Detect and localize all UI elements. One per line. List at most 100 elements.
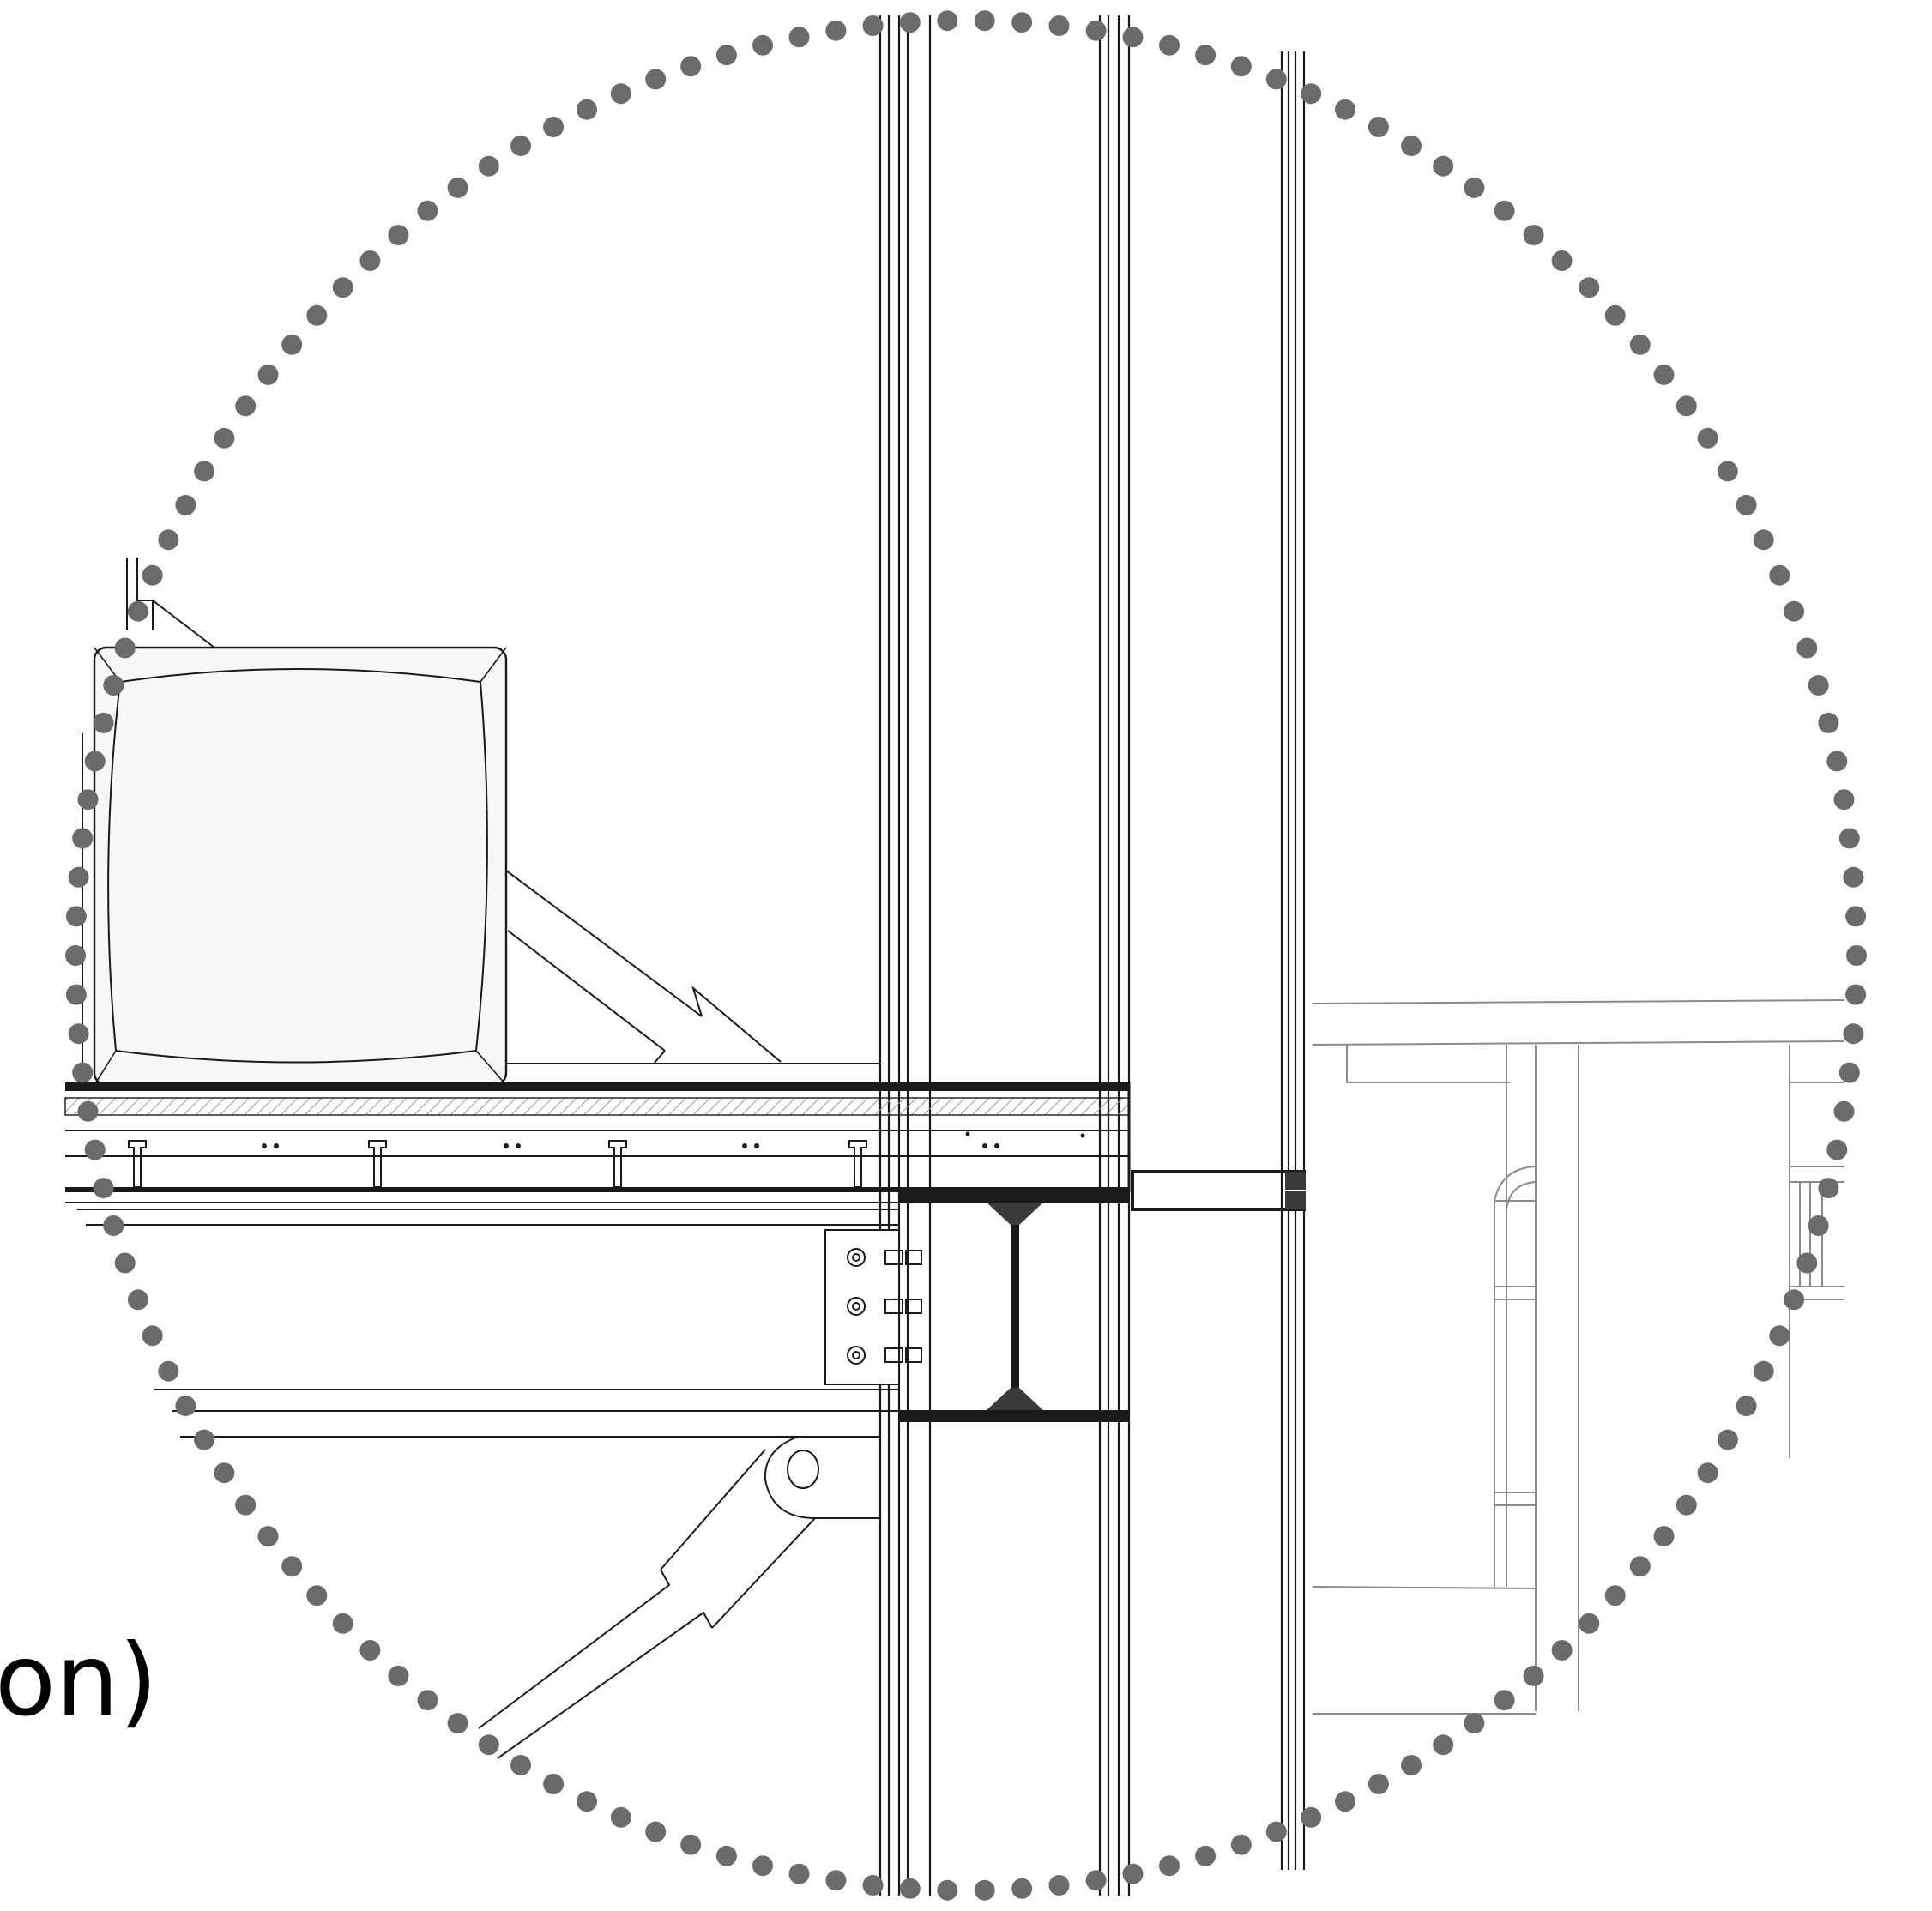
boundary-dot [1401, 136, 1422, 156]
boundary-dot [1653, 364, 1675, 385]
floor-slab [64, 1082, 1131, 1203]
boundary-dot [1843, 1023, 1864, 1045]
boundary-dot [715, 45, 737, 66]
boundary-dot [1697, 427, 1718, 449]
boundary-dot [1753, 529, 1774, 551]
pin-connection [478, 1436, 880, 1759]
boundary-dot [788, 27, 810, 48]
boundary-dot [447, 1713, 468, 1734]
boundary-dot [84, 1139, 106, 1160]
boundary-dot [1464, 177, 1485, 198]
boundary-dot [478, 155, 499, 177]
boundary-dot [752, 34, 773, 56]
boundary-dot [1818, 712, 1839, 733]
boundary-dot [1784, 1289, 1805, 1311]
boundary-dot [1265, 69, 1287, 90]
boundary-dot [1159, 34, 1180, 56]
boundary-dot [1833, 1100, 1855, 1122]
boundary-dot [175, 494, 196, 515]
boundary-dot [937, 10, 958, 32]
boundary-dot [1697, 1462, 1718, 1484]
boundary-dot [937, 1879, 958, 1901]
boundary-dot [1838, 1062, 1860, 1083]
boundary-dot [1433, 1734, 1454, 1756]
boundary-dot [1604, 304, 1626, 326]
boundary-dot [645, 1821, 667, 1842]
boundary-dot [359, 250, 381, 271]
boundary-dot [65, 945, 86, 966]
boundary-dot [825, 1870, 847, 1891]
boundary-dot [72, 828, 94, 849]
boundary-dot [543, 1774, 565, 1794]
boundary-dot [65, 984, 87, 1005]
boundary-dot [1845, 906, 1867, 927]
boundary-dot [974, 1879, 995, 1901]
boundary-dot [93, 712, 114, 733]
boundary-dot [543, 117, 565, 137]
boundary-dot [388, 225, 409, 246]
boundary-dot [1494, 200, 1515, 221]
boundary-dot [281, 1556, 303, 1577]
boundary-dot [68, 1023, 89, 1045]
boundary-dot [388, 1665, 409, 1686]
boundary-dot [577, 99, 597, 120]
boundary-dot [862, 1875, 884, 1896]
boundary-dot [84, 751, 106, 772]
boundary-dot [1818, 1178, 1839, 1199]
boundary-dot [332, 1613, 353, 1634]
cushion-seat [82, 646, 508, 1087]
boundary-dot [1433, 155, 1454, 177]
boundary-dot [447, 177, 468, 198]
boundary-dot [788, 1863, 810, 1884]
boundary-dot [1464, 1713, 1485, 1734]
boundary-dot [1843, 866, 1864, 888]
bolted-connection-plate [824, 1229, 922, 1385]
boundary-dot [235, 395, 257, 417]
boundary-dot [1195, 45, 1217, 66]
boundary-dot [1494, 1690, 1515, 1711]
boundary-dot [1401, 1755, 1422, 1775]
boundary-dot [1551, 1640, 1573, 1661]
boundary-dot [1085, 20, 1107, 41]
boundary-dot [1653, 1526, 1675, 1547]
boundary-dot [1301, 83, 1322, 105]
boundary-dot [899, 12, 921, 33]
boundary-dot [1736, 494, 1757, 515]
boundary-dot [1011, 1878, 1033, 1899]
boundary-dot [1579, 277, 1600, 298]
boundary-dot [158, 1360, 179, 1382]
boundary-dot [1335, 99, 1355, 120]
boundary-dot [306, 304, 328, 326]
boundary-dot [680, 56, 702, 77]
boundary-dot [1717, 461, 1738, 482]
boundary-dot [1784, 600, 1805, 622]
boundary-dot [1301, 1806, 1322, 1828]
boundary-dot [1085, 1870, 1107, 1891]
boundary-dot [77, 789, 99, 811]
boundary-dot [645, 69, 667, 90]
detail-circle-boundary [65, 10, 1867, 1901]
boundary-dot [1011, 12, 1033, 33]
boundary-dot [214, 1462, 235, 1484]
boundary-dot [194, 1429, 215, 1450]
boundary-dot [127, 600, 148, 622]
boundary-dot [257, 1526, 279, 1547]
boundary-dot [417, 1690, 438, 1711]
boundary-dot [1826, 751, 1848, 772]
stair-stringer-lower [77, 1209, 899, 1438]
boundary-dot [1629, 1556, 1651, 1577]
boundary-dot [825, 20, 847, 41]
boundary-dot [1838, 828, 1860, 849]
boundary-dot [1808, 675, 1829, 696]
boundary-dot [72, 1062, 94, 1083]
boundary-dot [1846, 945, 1867, 966]
boundary-dot [752, 1855, 773, 1877]
boundary-dot [577, 1791, 597, 1812]
boundary-dot [1367, 1774, 1389, 1794]
boundary-dot [1736, 1396, 1757, 1417]
boundary-dot [1753, 1360, 1774, 1382]
boundary-dot [1159, 1855, 1180, 1877]
boundary-dot [77, 1100, 99, 1122]
boundary-dot [1523, 1665, 1544, 1686]
boundary-dot [1675, 395, 1697, 417]
